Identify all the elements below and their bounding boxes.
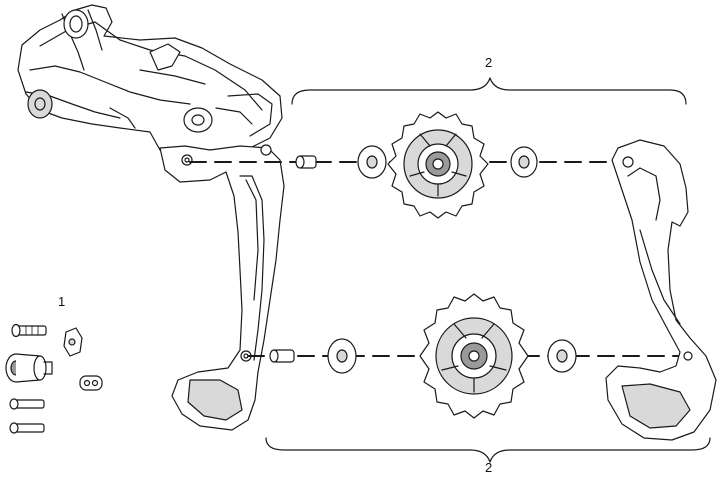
upper-pulley-wheel <box>387 111 489 219</box>
derailleur-body <box>17 4 283 161</box>
callout-lower-pulley-group: 2 <box>485 460 493 475</box>
outer-cage-plate <box>159 144 285 431</box>
callout-upper-pulley-group: 2 <box>485 55 493 70</box>
lower-pulley-wheel <box>419 293 529 419</box>
lower-outer-washer <box>327 338 357 374</box>
lower-group-bracket <box>265 437 711 463</box>
upper-pulley-bolt <box>295 155 317 169</box>
upper-outer-washer <box>357 145 387 179</box>
lower-inner-washer <box>547 339 577 373</box>
kit-hardware-parts <box>5 323 103 434</box>
inner-cage-plate <box>605 139 717 441</box>
upper-inner-washer <box>510 146 538 178</box>
upper-group-bracket <box>291 77 687 105</box>
callout-kit-hardware: 1 <box>58 294 66 309</box>
lower-pulley-bolt <box>269 349 295 363</box>
